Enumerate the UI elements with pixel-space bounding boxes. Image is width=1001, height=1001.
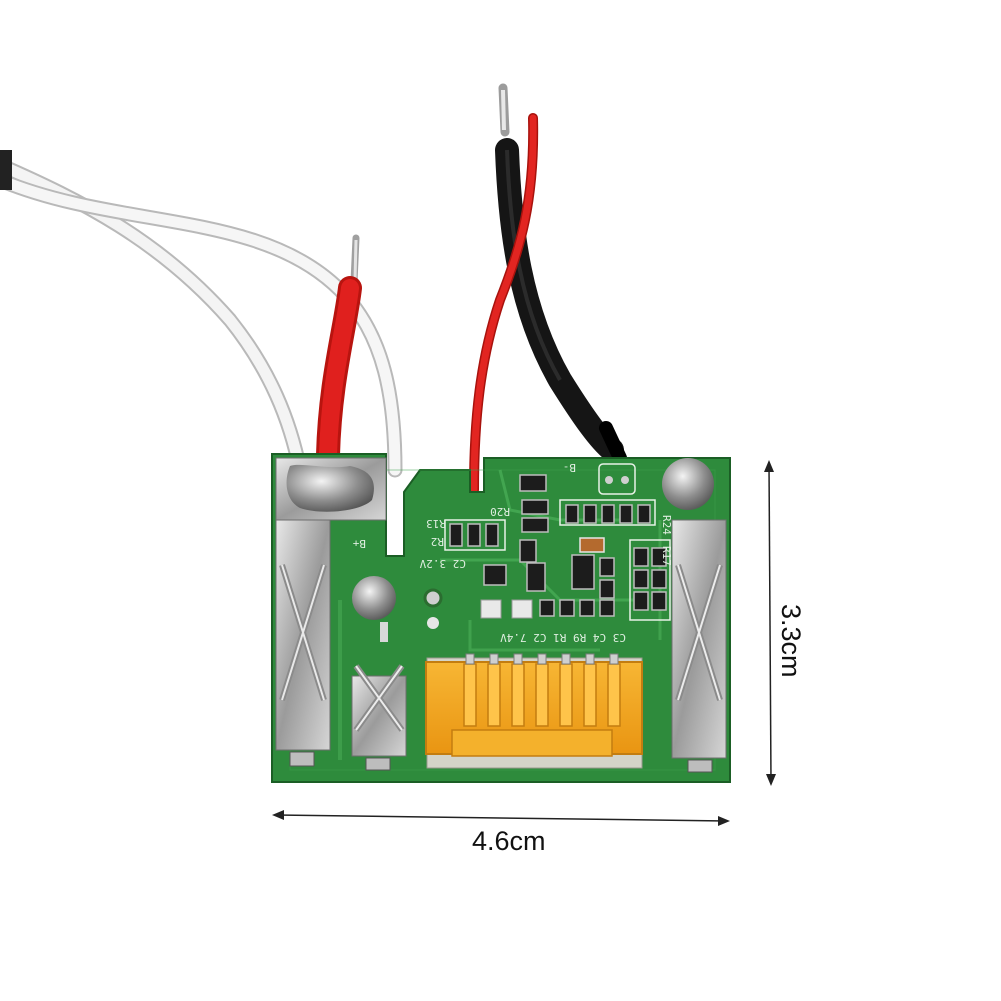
width-dimension-label: 4.6cm	[472, 826, 546, 856]
silkscreen-labels: B+ B- R13 R2 R20 C2 3.2V R24 R17 C3 C4 R…	[352, 461, 673, 644]
smd-components	[449, 474, 667, 617]
label-r2: R2	[431, 535, 444, 548]
orange-connector	[425, 653, 643, 769]
label-b-minus: B-	[563, 461, 576, 474]
capacitors	[423, 463, 636, 629]
label-r13: R13	[426, 517, 446, 530]
label-b-plus: B+	[352, 537, 366, 550]
red-wire-right	[469, 113, 539, 495]
width-dimension-line	[272, 810, 730, 826]
black-wire	[495, 83, 627, 465]
battery-terminal-second	[351, 576, 407, 771]
battery-terminal-left	[275, 457, 387, 767]
battery-terminal-right	[662, 458, 727, 773]
height-dimension-label: 3.3cm	[776, 604, 806, 678]
height-dimension-line	[764, 460, 776, 786]
label-bottom-row: C3 C4 R9 R1 C2 7.4V	[500, 631, 626, 644]
label-r24: R24	[660, 515, 673, 535]
label-c2-voltage: C2 3.2V	[419, 557, 466, 570]
label-r20: R20	[490, 505, 510, 518]
red-wire-left	[316, 234, 362, 467]
white-wires	[0, 150, 403, 478]
label-r17: R17	[660, 546, 673, 566]
